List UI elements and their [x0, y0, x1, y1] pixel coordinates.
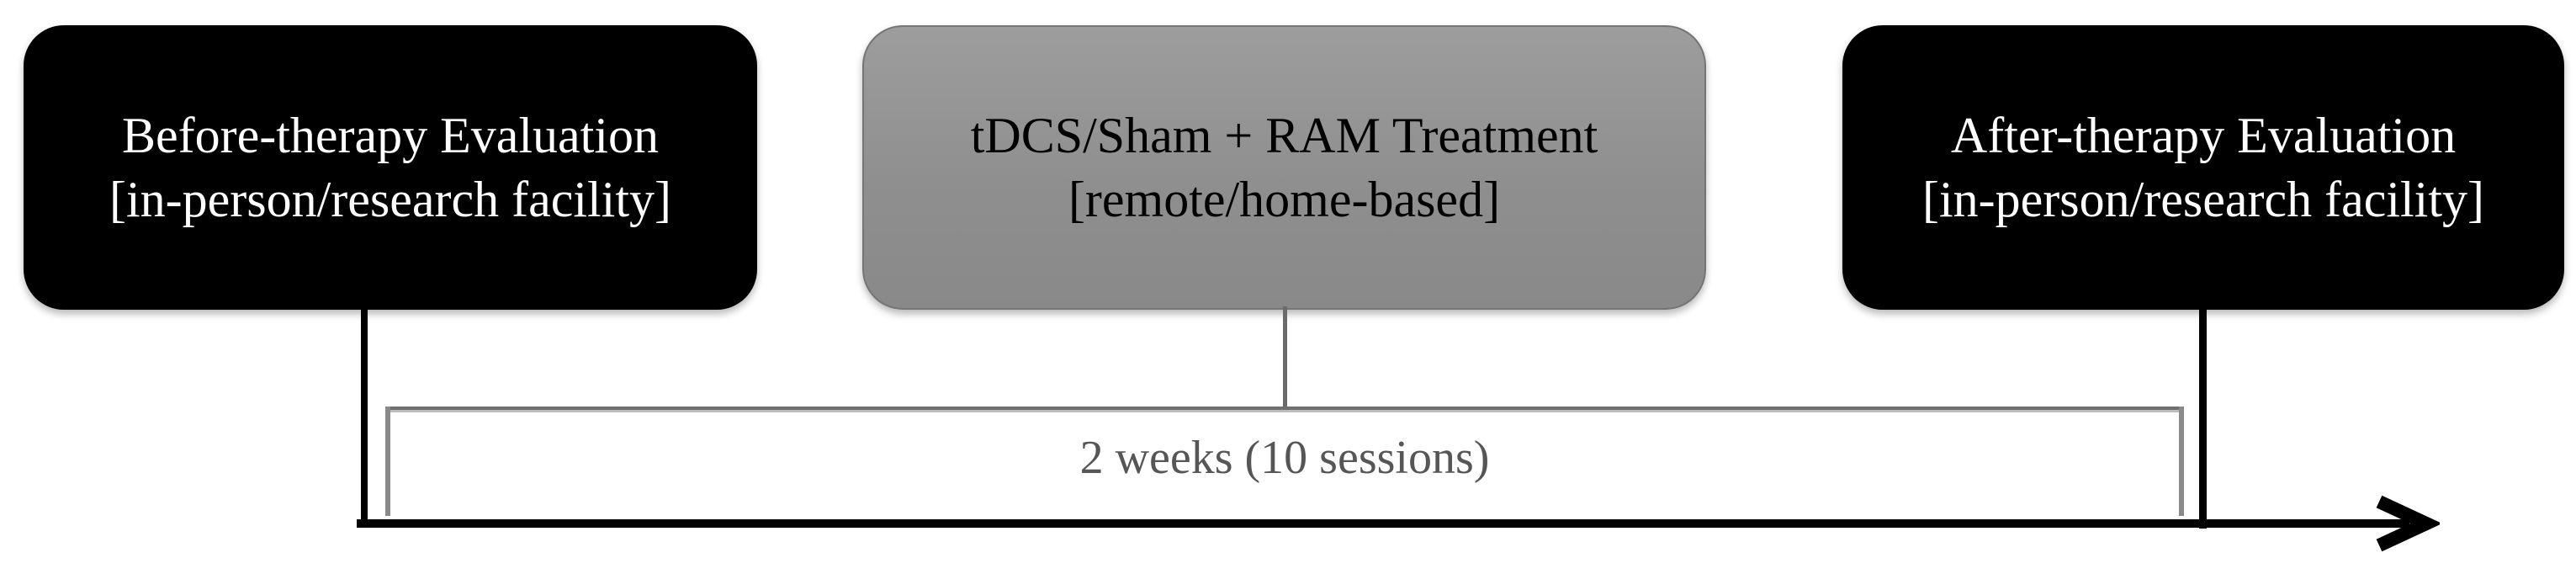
after-box-subtitle: [in-person/research facility] — [1922, 172, 2484, 227]
after-therapy-evaluation-box: After-therapy Evaluation [in-person/rese… — [1842, 25, 2564, 310]
treatment-box: tDCS/Sham + RAM Treatment [remote/home-b… — [862, 25, 1706, 310]
duration-bracket-right — [2179, 407, 2184, 516]
before-therapy-evaluation-box: Before-therapy Evaluation [in-person/res… — [24, 25, 757, 310]
duration-bracket-top — [385, 407, 2184, 412]
arrowhead-icon — [2376, 495, 2440, 552]
after-box-title: After-therapy Evaluation — [1950, 107, 2457, 163]
duration-bracket-left — [385, 407, 390, 516]
duration-label: 2 weeks (10 sessions) — [1079, 432, 1490, 484]
before-box-subtitle: [in-person/research facility] — [109, 172, 671, 227]
timeline-arrow-line — [357, 519, 2409, 528]
treatment-box-connector-line — [1283, 306, 1287, 411]
treatment-box-title: tDCS/Sham + RAM Treatment — [970, 107, 1598, 163]
before-box-connector-line — [361, 308, 368, 528]
before-box-title: Before-therapy Evaluation — [121, 107, 660, 163]
treatment-box-subtitle: [remote/home-based] — [1068, 172, 1501, 227]
after-box-connector-line — [2199, 308, 2207, 529]
